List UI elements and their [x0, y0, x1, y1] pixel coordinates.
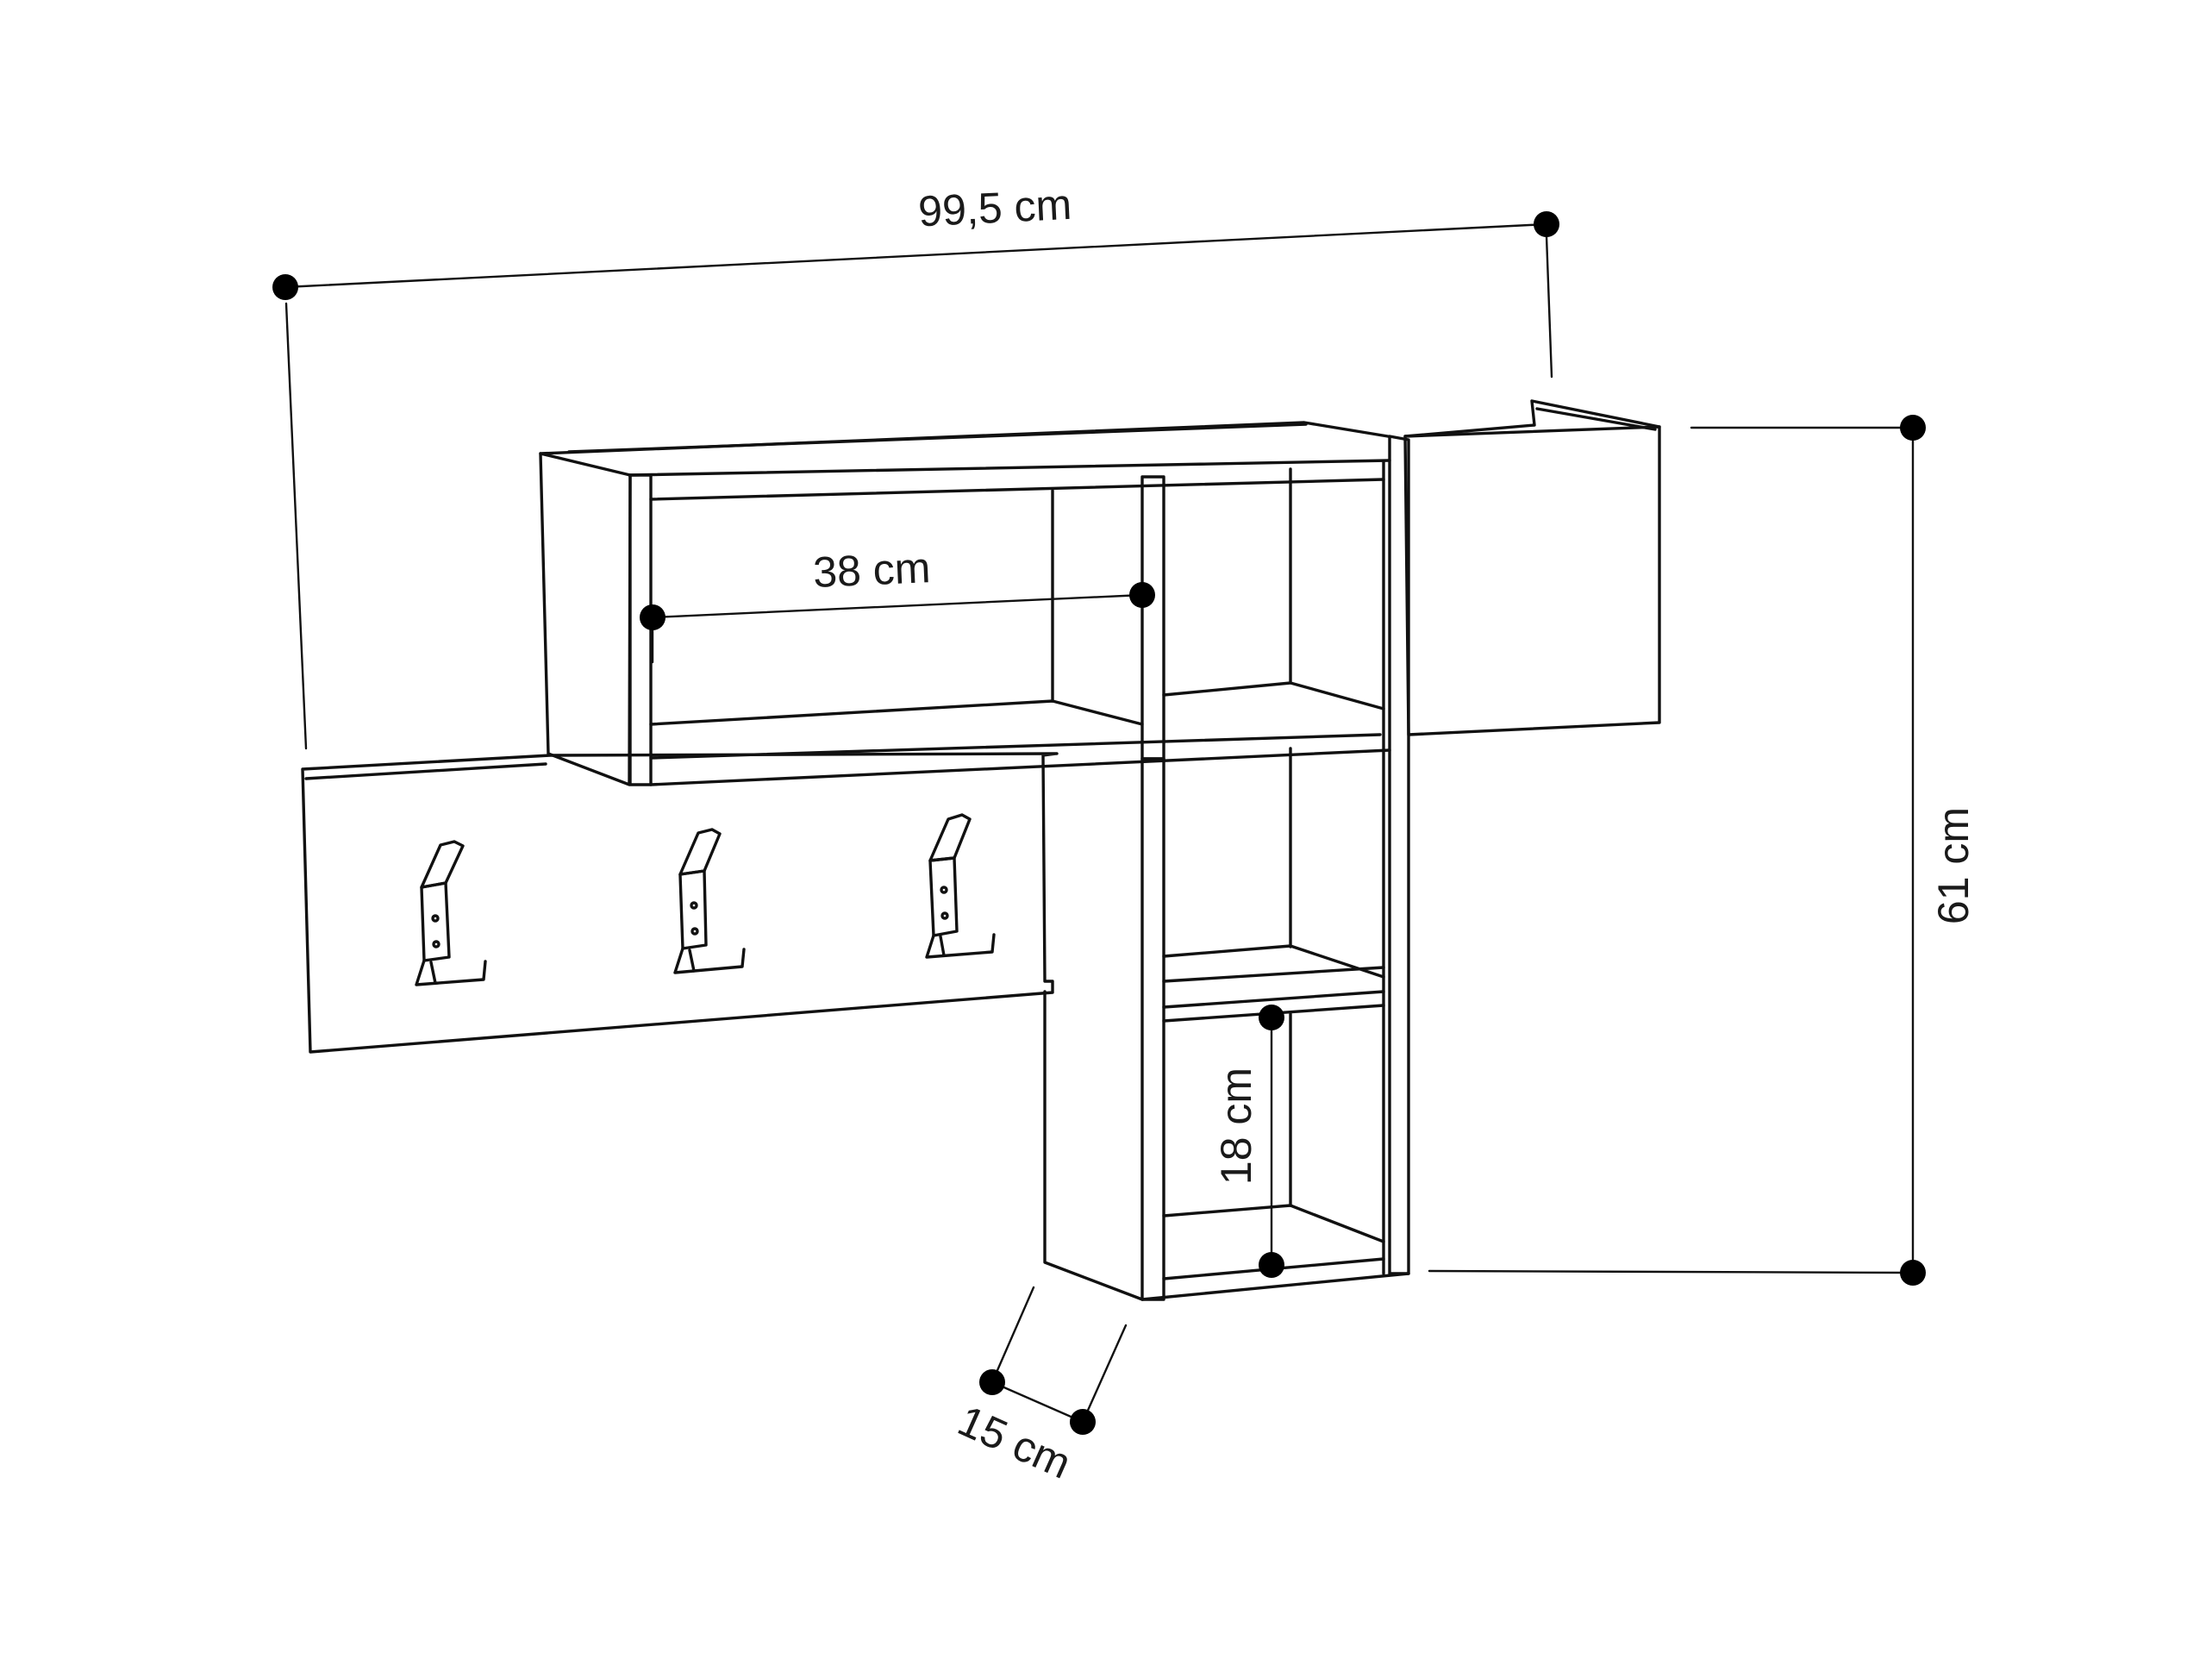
compartment-width-marker-left — [640, 604, 665, 630]
height-extension-bottom — [1428, 1269, 1915, 1274]
height-dimension: 61 cm — [1428, 415, 1978, 1286]
height-label: 61 cm — [1929, 807, 1978, 924]
compartment-height-label: 18 cm — [1212, 1067, 1260, 1185]
height-marker-top — [1900, 415, 1926, 441]
depth-label: 15 cm — [951, 1396, 1078, 1488]
depth-marker-right — [1070, 1409, 1096, 1435]
coat-hook — [925, 813, 996, 959]
width-extension-right — [1545, 235, 1553, 379]
vertical-divider — [1043, 475, 1165, 1301]
top-right-panel — [1403, 399, 1661, 736]
depth-dimension: 15 cm — [951, 1286, 1128, 1488]
compartment-height-marker-top — [1259, 1005, 1284, 1030]
depth-dimension-line — [990, 1380, 1084, 1424]
compartment-width-line — [651, 593, 1144, 619]
right-side-panel — [1140, 435, 1410, 1301]
width-marker-right — [1534, 211, 1559, 237]
height-marker-bottom — [1900, 1260, 1926, 1286]
width-dimension-line — [284, 222, 1548, 289]
depth-marker-left — [979, 1369, 1005, 1395]
compartment-height-marker-bottom — [1259, 1252, 1284, 1278]
depth-extension-right — [1081, 1324, 1128, 1424]
coat-hook — [673, 828, 746, 974]
width-label: 99,5 cm — [917, 180, 1072, 236]
shelf-unit — [301, 399, 1661, 1301]
coat-hook — [415, 840, 487, 986]
compartment-width-marker-right — [1129, 582, 1155, 608]
width-marker-left — [272, 274, 298, 300]
compartment-width-label: 38 cm — [812, 543, 931, 597]
upper-cabinet — [539, 421, 1391, 786]
depth-extension-left — [990, 1286, 1035, 1384]
compartment-width-dimension: 38 cm — [640, 543, 1155, 664]
compartment-height-dimension: 18 cm — [1212, 1005, 1284, 1278]
width-extension-left — [284, 302, 308, 750]
width-dimension: 99,5 cm — [272, 180, 1559, 750]
